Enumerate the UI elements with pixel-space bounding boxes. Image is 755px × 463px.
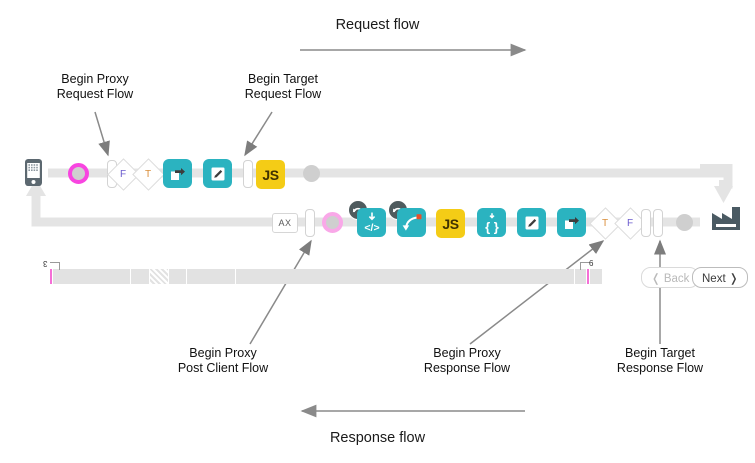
response-flow-title: Response flow (329, 430, 426, 446)
timeline-segment[interactable] (53, 269, 130, 284)
policy-extract-variables[interactable]: </> (357, 208, 386, 237)
callout-line-2: Response Flow (616, 361, 704, 375)
pencil-glyph (211, 167, 224, 180)
extract-code-glyph: </> (364, 212, 379, 234)
callout-begin-proxy-request: Begin Proxy Request Flow (30, 72, 160, 102)
callout-line-1: Begin Target (248, 72, 318, 86)
callout-begin-proxy-response: Begin Proxy Response Flow (402, 346, 532, 376)
policy-javascript-response[interactable]: JS (436, 209, 465, 238)
callout-line-2: Post Client Flow (177, 361, 269, 375)
condition-letter: T (144, 168, 152, 180)
ax-label: AX (278, 218, 292, 228)
condition-diamond-t-response[interactable]: T (588, 206, 622, 240)
policy-json-threat[interactable]: { } (477, 208, 506, 237)
timeline-segment[interactable] (236, 269, 574, 284)
flow-pill-response-b[interactable] (653, 209, 663, 237)
pink-flow-dot[interactable] (68, 163, 89, 184)
condition-diamond-f[interactable]: F (106, 157, 140, 191)
ax-analytics-box[interactable]: AX (272, 213, 298, 233)
callout-line-1: Begin Proxy (433, 346, 501, 360)
next-button[interactable]: Next ❭ (692, 267, 749, 288)
js-label: JS (442, 215, 459, 232)
client-device-icon (25, 159, 42, 186)
flow-pill-response-a[interactable] (641, 209, 651, 237)
timeline-marker-start (50, 269, 52, 284)
flow-pill-end[interactable] (243, 160, 253, 188)
pink-flow-dot-light[interactable] (322, 212, 343, 233)
callout-arrow-begin-proxy-response (469, 240, 605, 345)
callout-line-1: Begin Target (625, 346, 695, 360)
callout-arrow-begin-target-request (244, 111, 273, 157)
js-label: JS (262, 166, 279, 183)
callout-line-1: Begin Proxy (189, 346, 257, 360)
route-arrow-glyph (170, 167, 185, 180)
back-button[interactable]: ❬ Back (641, 267, 700, 288)
callout-arrow-begin-proxy-post-client (249, 239, 312, 345)
timeline-segment[interactable] (590, 269, 602, 284)
policy-assign-message[interactable] (517, 208, 546, 237)
request-flow-title: Request flow (335, 17, 420, 33)
callout-begin-proxy-post-client: Begin Proxy Post Client Flow (158, 346, 288, 376)
condition-letter: F (119, 168, 127, 180)
callout-arrow-begin-proxy-request (94, 111, 110, 157)
condition-diamond-f-response[interactable]: F (613, 206, 647, 240)
condition-diamond-t[interactable]: T (131, 157, 165, 191)
callout-line-1: Begin Proxy (61, 72, 129, 86)
json-brace-glyph: { } (485, 212, 499, 234)
endpoint-dot-request[interactable] (303, 165, 320, 182)
policy-route-rule[interactable] (557, 208, 586, 237)
timeline-segment[interactable] (575, 269, 586, 284)
timeline-marker-end (587, 269, 589, 284)
callout-line-2: Request Flow (244, 87, 322, 101)
timeline-right-bracket (580, 262, 590, 270)
callout-line-2: Response Flow (423, 361, 511, 375)
policy-javascript[interactable]: JS (256, 160, 285, 189)
target-server-icon (712, 207, 740, 230)
timeline-right-label: 6 (589, 259, 594, 268)
policy-raise-fault[interactable] (397, 208, 426, 237)
timeline-segment[interactable] (169, 269, 186, 284)
callout-begin-target-request: Begin Target Request Flow (218, 72, 348, 102)
route-arrow-glyph (564, 216, 579, 229)
timeline-segment-hatched[interactable] (150, 269, 168, 284)
policy-assign-icon[interactable] (203, 159, 232, 188)
raise-fault-glyph (402, 213, 421, 231)
timeline-segment[interactable] (131, 269, 149, 284)
callout-line-2: Request Flow (56, 87, 134, 101)
condition-letter: T (601, 217, 609, 229)
endpoint-dot-response[interactable] (676, 214, 693, 231)
svg-text:{ }: { } (485, 219, 499, 234)
timeline-left-label: 3 (43, 259, 48, 268)
pencil-glyph (525, 216, 538, 229)
timeline-left-bracket (50, 262, 60, 270)
trace-timeline[interactable] (50, 269, 602, 284)
timeline-segment[interactable] (187, 269, 235, 284)
policy-route-icon[interactable] (163, 159, 192, 188)
callout-begin-target-response: Begin Target Response Flow (595, 346, 725, 376)
condition-letter: F (626, 217, 634, 229)
flow-pill-response-start[interactable] (305, 209, 315, 237)
request-to-target-arrow (700, 164, 733, 203)
svg-text:</>: </> (364, 222, 379, 234)
